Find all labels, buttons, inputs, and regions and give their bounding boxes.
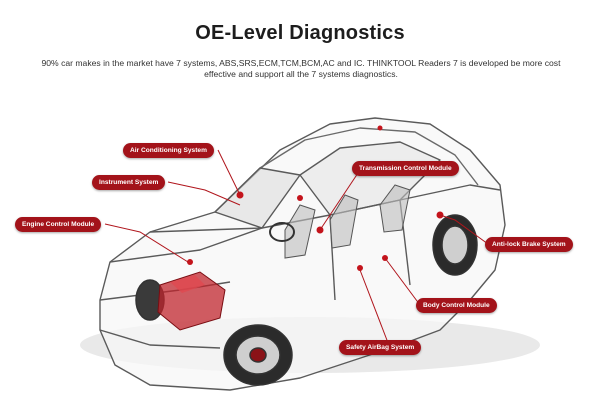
- car-seats: [284, 184, 411, 259]
- wheel-rear: [432, 214, 478, 276]
- callout-transmission-control-module[interactable]: Transmission Control Module: [352, 161, 459, 176]
- page-title: OE-Level Diagnostics: [195, 22, 405, 44]
- steering-wheel: [269, 222, 295, 242]
- callout-body-control-module[interactable]: Body Control Module: [416, 298, 497, 313]
- callout-air-conditioning[interactable]: Air Conditioning System: [123, 143, 214, 158]
- wheel-front: [223, 324, 293, 386]
- description-text: 90% car makes in the market have 7 syste…: [41, 58, 561, 79]
- callout-anti-lock-brake-system[interactable]: Anti-lock Brake System: [485, 237, 573, 252]
- leader-lines: [104, 149, 489, 349]
- callout-engine-control-module[interactable]: Engine Control Module: [15, 217, 102, 232]
- callout-instrument-system[interactable]: Instrument System: [92, 175, 166, 190]
- callout-safety-airbag-system[interactable]: Safety AirBag System: [339, 340, 422, 355]
- engine-block: [157, 271, 226, 331]
